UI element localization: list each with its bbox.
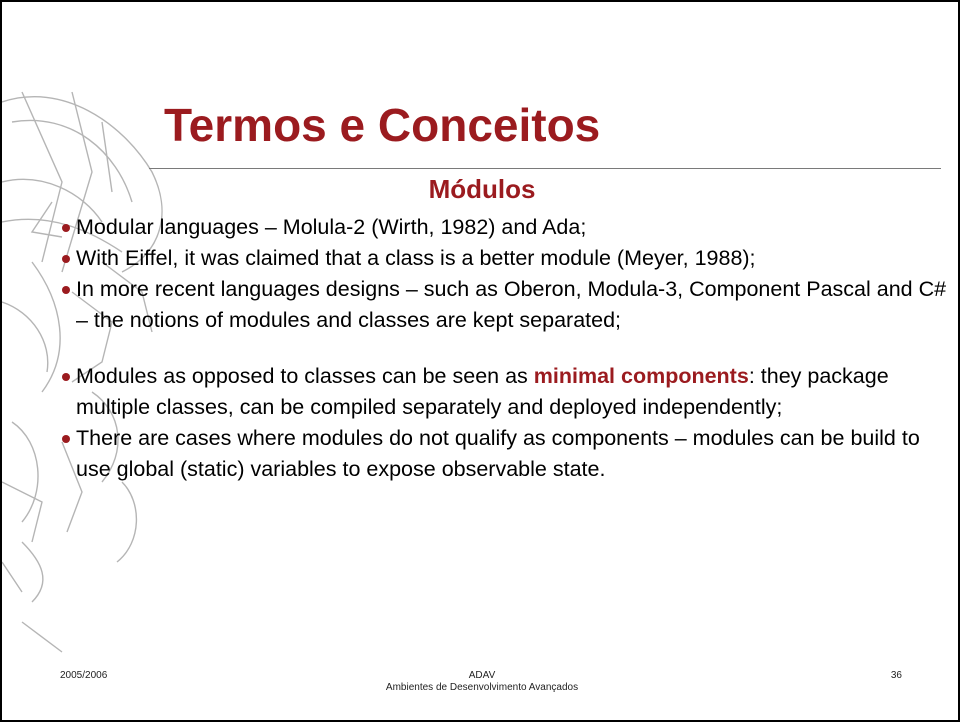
title-divider <box>149 168 941 169</box>
bullet-highlight: minimal components <box>533 364 749 388</box>
slide-title: Termos e Conceitos <box>164 99 601 151</box>
footer-date: 2005/2006 <box>60 670 108 681</box>
bullet-item: In more recent languages designs – such … <box>62 274 952 336</box>
bullet-text: Modular languages – Molula-2 (Wirth, 198… <box>76 215 587 239</box>
bullet-text: With Eiffel, it was claimed that a class… <box>76 246 756 270</box>
footer-course-code: ADAV <box>468 670 496 681</box>
bullet-text: There are cases where modules do not qua… <box>76 426 920 481</box>
bullet-dot-icon <box>62 435 70 443</box>
bullet-dot-icon <box>62 255 70 263</box>
page-number: 36 <box>890 670 902 681</box>
footer-course-name: Ambientes de Desenvolvimento Avançados <box>385 682 579 693</box>
slide-subtitle: Módulos <box>428 174 536 204</box>
bullet-dot-icon <box>62 286 70 294</box>
bullet-text-after: : they package multiple classes, can be … <box>76 364 889 419</box>
footer-course: ADAV Ambientes de Desenvolvimento Avança… <box>2 670 958 694</box>
bullet-item: Modular languages – Molula-2 (Wirth, 198… <box>62 212 952 243</box>
bullet-dot-icon <box>62 373 70 381</box>
bullet-item: There are cases where modules do not qua… <box>62 423 952 485</box>
background-sketch-illustration <box>2 91 163 653</box>
bullet-item: With Eiffel, it was claimed that a class… <box>62 243 952 274</box>
bullet-item: Modules as opposed to classes can be see… <box>62 361 952 423</box>
bullet-text-before: Modules as opposed to classes can be see… <box>76 364 534 388</box>
bullet-dot-icon <box>62 224 70 232</box>
bullet-list: Modular languages – Molula-2 (Wirth, 198… <box>62 212 952 485</box>
bullet-text: In more recent languages designs – such … <box>76 277 947 332</box>
